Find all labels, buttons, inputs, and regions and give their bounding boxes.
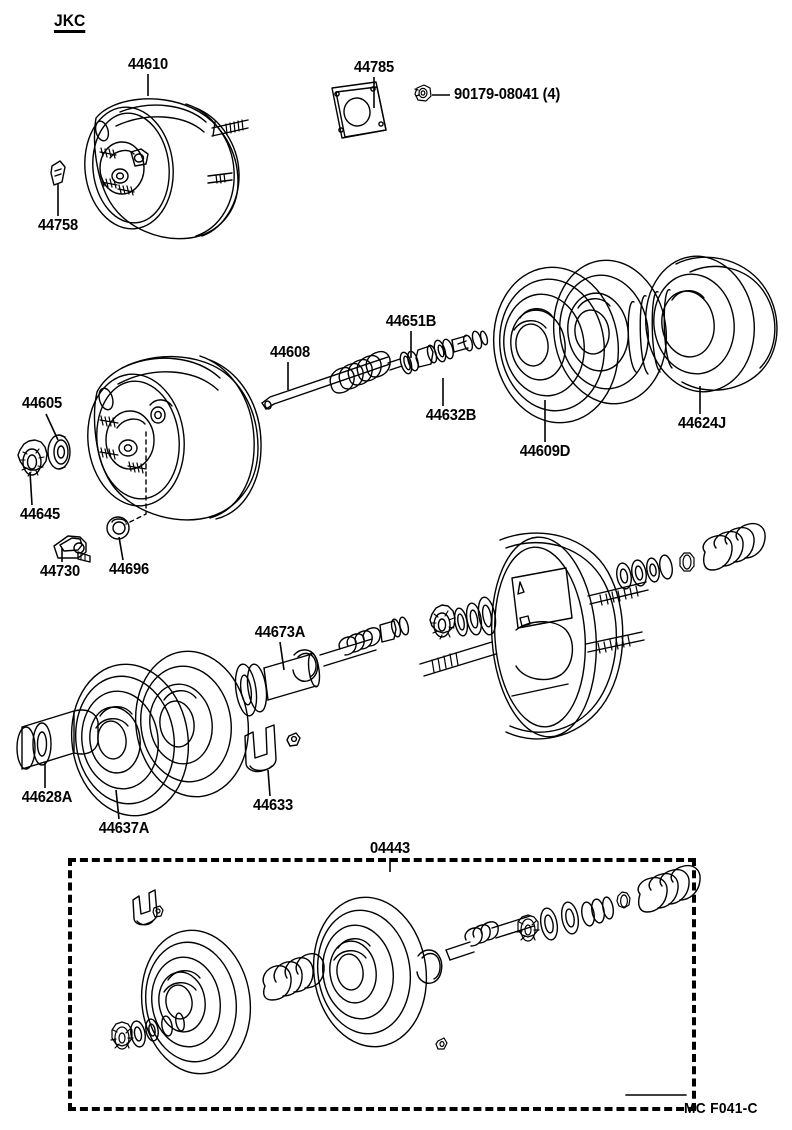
part-label-44673A[interactable]: 44673A — [254, 624, 306, 641]
part-label-44632B[interactable]: 44632B — [425, 407, 477, 424]
part-label-44605[interactable]: 44605 — [21, 395, 63, 412]
pushrod-44608 — [261, 330, 489, 410]
sheet-footer-code: MC F041-C — [684, 1100, 758, 1117]
booster-exploded-mid — [87, 355, 262, 525]
kit-boundary-04443 — [68, 858, 696, 1111]
part-label-04443[interactable]: 04443 — [369, 840, 411, 857]
gasket-plate-44785 — [331, 81, 387, 139]
retainer-44633 — [244, 724, 277, 773]
part-label-44609D[interactable]: 44609D — [519, 443, 571, 460]
clip-44758 — [50, 160, 66, 186]
booster-44610 — [84, 98, 249, 240]
part-label-44651B[interactable]: 44651B — [385, 313, 437, 330]
group-code-label: JKC — [54, 12, 86, 33]
key-piece — [286, 732, 301, 747]
spring-shell-44624J — [627, 255, 778, 393]
nut-44605 — [47, 434, 71, 470]
part-label-44758[interactable]: 44758 — [37, 217, 79, 234]
rod-44673A — [234, 596, 497, 717]
bracket-plate-assembly — [419, 522, 766, 740]
washer-44645 — [17, 439, 48, 477]
diaphragm-44609D — [492, 259, 668, 424]
kit-contents-04443 — [110, 864, 701, 1075]
part-label-90179-08041[interactable]: 90179-08041 (4) — [454, 86, 561, 103]
part-label-44624J[interactable]: 44624J — [677, 415, 727, 432]
part-label-44637A[interactable]: 44637A — [98, 820, 150, 837]
part-label-44610[interactable]: 44610 — [127, 56, 169, 73]
part-label-44785[interactable]: 44785 — [353, 59, 395, 76]
part-label-44608[interactable]: 44608 — [269, 344, 311, 361]
nut-90179 — [414, 84, 432, 102]
part-label-44696[interactable]: 44696 — [108, 561, 150, 578]
part-label-44628A[interactable]: 44628A — [21, 789, 73, 806]
part-label-44645[interactable]: 44645 — [19, 506, 61, 523]
diaphragm-44637A — [70, 650, 250, 817]
part-label-44633[interactable]: 44633 — [252, 797, 294, 814]
grommet-44696 — [106, 516, 130, 540]
clevis-44730 — [53, 535, 91, 563]
bush-44632B — [433, 338, 454, 363]
part-label-44730[interactable]: 44730 — [39, 563, 81, 580]
